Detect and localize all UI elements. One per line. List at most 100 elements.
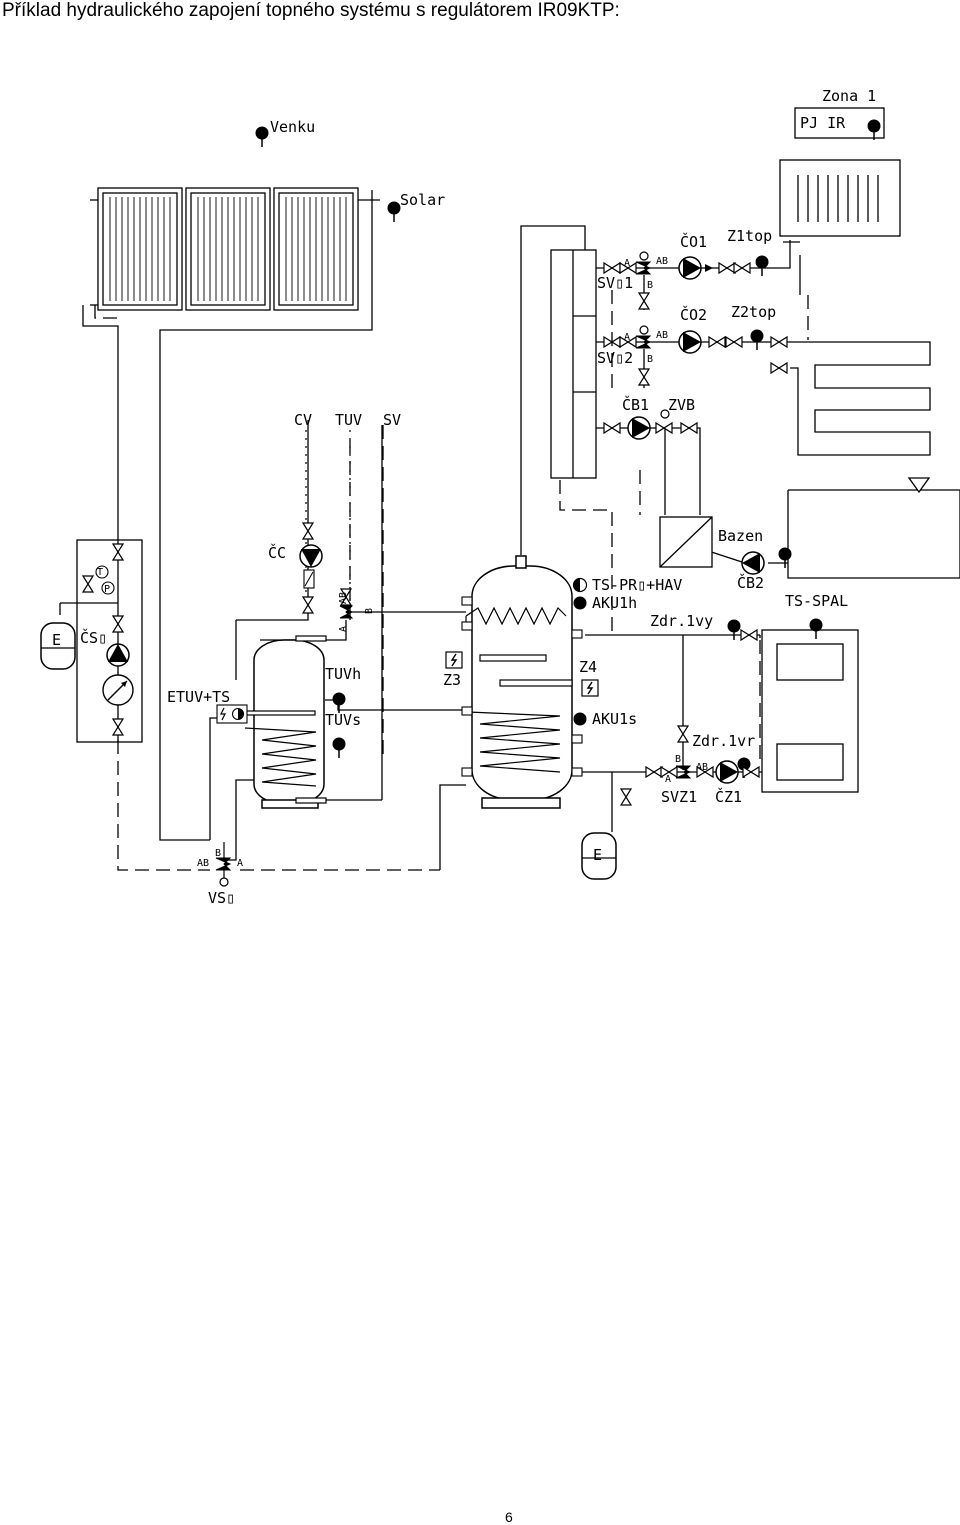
thermometer-icon [95, 565, 109, 579]
station-valve2-icon [112, 615, 124, 633]
port-b-sv1: B [647, 280, 653, 291]
boiler-valve-icon [740, 629, 758, 641]
svz1-valve-icon [645, 766, 663, 778]
port-ab-sv1: AB [656, 256, 668, 267]
label-cz1: ČZ1 [715, 787, 742, 806]
circulation-pump-icon [299, 544, 323, 568]
solar-pump-icon [106, 643, 130, 667]
zone2-three-way-valve-icon [635, 335, 652, 349]
port-ab-mix: AB [338, 592, 349, 604]
port-a-vso: A [237, 858, 243, 869]
floor-valve-icon [770, 336, 788, 348]
label-e-solar: E [52, 631, 61, 649]
label-pj-ir: PJ IR [800, 114, 846, 132]
circulation-valve-icon [302, 522, 314, 540]
dashed-pipes [94, 290, 809, 871]
room-unit-box [794, 107, 885, 139]
zone1-bypass-valve-icon [638, 292, 650, 310]
label-aku1s: AKU1s [592, 710, 637, 728]
zone1-three-way-valve-icon [635, 261, 652, 275]
label-zdr1vy: Zdr.1vy [650, 612, 713, 630]
port-a-svz1: A [665, 774, 671, 785]
solar-diverting-valve-icon [215, 857, 232, 871]
label-cc: ČC [268, 543, 286, 562]
aku1h-sensor-dot-icon [573, 596, 587, 610]
room-sensor-dot-icon [866, 118, 882, 141]
label-z2top: Z2top [731, 303, 776, 321]
zone2-valve3-icon [708, 336, 726, 348]
label-vso: VS▯ [208, 889, 235, 907]
circulation-valve2-icon [302, 596, 314, 614]
port-a-sv1: A [624, 258, 630, 269]
pressure-gauge-icon [101, 581, 115, 595]
zdr1vy-sensor-dot-icon [726, 618, 742, 641]
zdr-valve-icon [677, 725, 689, 743]
label-co2: ČO2 [680, 305, 707, 324]
port-b-sv2: B [647, 354, 653, 365]
label-tuvh: TUVh [325, 665, 361, 683]
label-etuv-ts: ETUV+TS [167, 688, 230, 706]
label-zdr1vr: Zdr.1vr [692, 732, 755, 750]
label-tuvs: TUVs [325, 711, 361, 729]
pool [787, 477, 960, 579]
port-ab-sv2: AB [656, 330, 668, 341]
zone1-pump-icon [678, 256, 702, 280]
aku1s-sensor-dot-icon [573, 712, 587, 726]
pool-valve2-icon [680, 422, 698, 434]
port-b-vso: B [215, 848, 221, 859]
port-b-svz1: B [675, 754, 681, 765]
outdoor-sensor-dot-icon [254, 125, 270, 148]
label-svz1: SVZ1 [661, 788, 697, 806]
pool-valve-icon [603, 422, 621, 434]
tuvs-sensor-dot-icon [331, 736, 347, 759]
pool-sensor-dot-icon [777, 546, 793, 569]
label-sv: SV [383, 411, 401, 429]
boiler [761, 629, 859, 793]
zone2-pump-icon [678, 330, 702, 354]
manifold [550, 249, 597, 479]
solar-pump-station [59, 539, 143, 743]
label-svo2: SV▯2 [597, 349, 633, 367]
label-cv: CV [294, 411, 312, 429]
port-a-mix: A [338, 626, 349, 632]
station-valve-icon [112, 543, 124, 561]
label-cb2: ČB2 [737, 573, 764, 592]
zone2-bypass-valve-icon [638, 368, 650, 386]
mixing-valve-icon [339, 605, 354, 619]
pool-pump-icon [627, 416, 651, 440]
z3-heating-element-icon [445, 651, 463, 669]
z2top-sensor-dot-icon [749, 328, 765, 351]
hot-water-cylinder [253, 639, 325, 809]
port-ab-vso: AB [197, 858, 209, 869]
zone1-valve-icon [603, 262, 621, 274]
floor-return-valve-icon [770, 362, 788, 374]
label-z3: Z3 [443, 671, 461, 689]
label-solar: Solar [400, 191, 445, 209]
label-co1: ČO1 [680, 232, 707, 251]
solar-sensor-dot-icon [386, 200, 402, 223]
label-venku: Venku [270, 118, 315, 136]
radiator [779, 159, 901, 243]
boiler-pump-icon [715, 760, 739, 784]
port-ab-svz1: AB [696, 762, 708, 773]
zone2-valve4-icon [725, 336, 743, 348]
label-ts-spal: TS-SPAL [785, 592, 848, 610]
zvb-valve-icon [655, 422, 673, 434]
z1top-sensor-dot-icon [754, 254, 770, 277]
label-z1top: Z1top [727, 227, 772, 245]
label-aku1h: AKU1h [592, 594, 637, 612]
pool-secondary-pump-icon [741, 551, 765, 575]
label-ts-pro-hav: TS-PR▯+HAV [592, 576, 682, 594]
station-safety-valve-icon [82, 575, 94, 593]
label-svo1: SV▯1 [597, 274, 633, 292]
port-b-mix: B [364, 608, 375, 614]
page-number: 6 [505, 1509, 513, 1525]
zone1-valve3-icon [718, 262, 736, 274]
z4-heating-element-icon [581, 679, 599, 697]
pool-heat-exchanger [659, 516, 713, 568]
label-cso: ČS▯ [80, 628, 107, 647]
label-zona1: Zona 1 [822, 87, 876, 105]
station-valve3-icon [112, 718, 124, 736]
svz1-three-way-valve-icon [675, 765, 692, 779]
label-bazen: Bazen [718, 527, 763, 545]
